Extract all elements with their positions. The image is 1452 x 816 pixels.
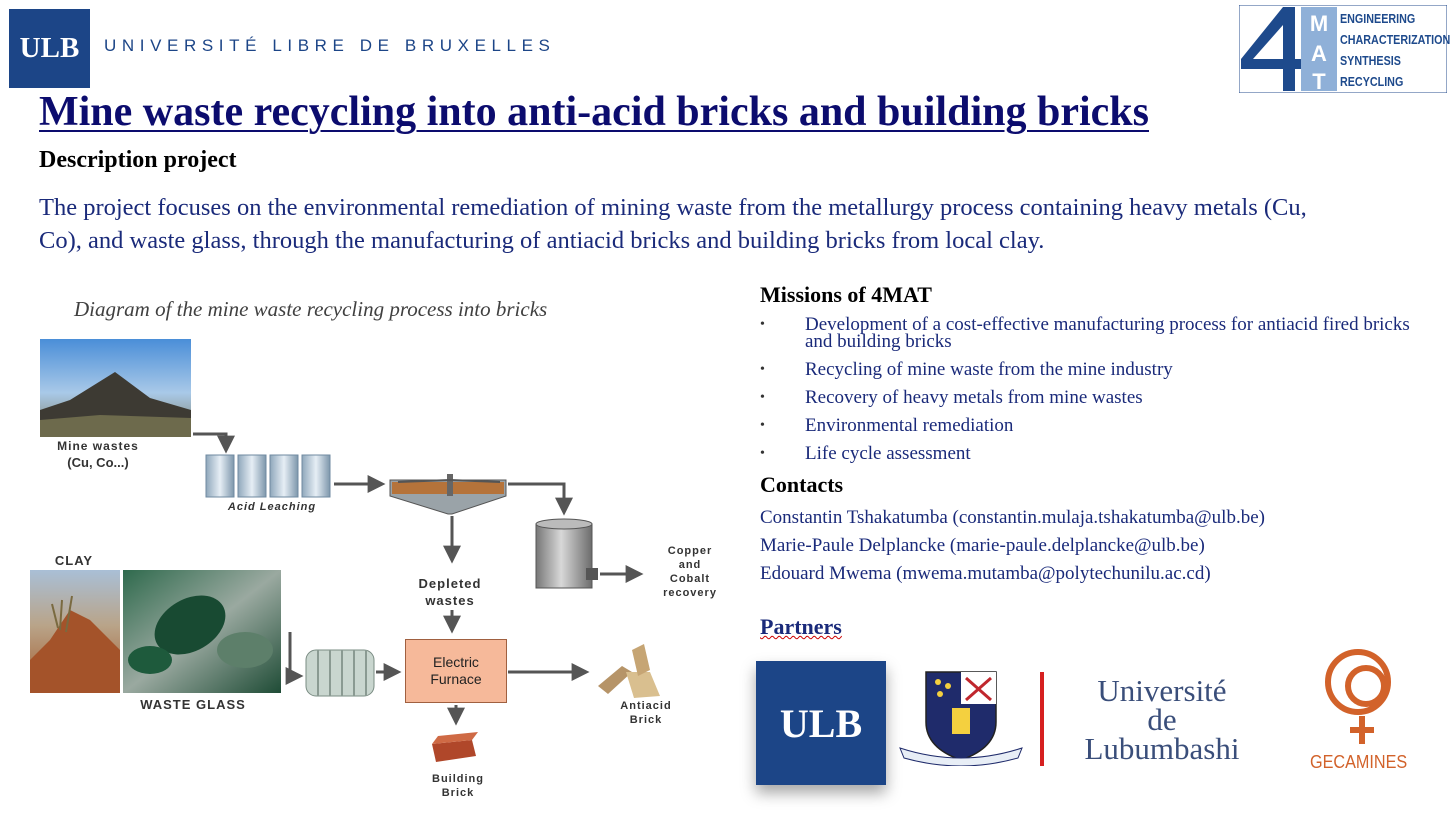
label-mine-wastes-sub: (Cu, Co...)	[67, 455, 128, 470]
contact-item[interactable]: Constantin Tshakatumba (constantin.mulaj…	[760, 507, 1265, 528]
ulb-logo: ULB	[9, 9, 90, 88]
label-furnace-2: Furnace	[430, 671, 482, 687]
fourmat-tagline: ENGINEERING CHARACTERIZATION SYNTHESIS R…	[1340, 9, 1450, 93]
mine-wastes-photo	[40, 339, 191, 437]
building-brick-image	[432, 732, 478, 762]
svg-text:A: A	[1311, 41, 1327, 66]
list-item: • Development of a cost-effective manufac…	[760, 314, 1430, 352]
svg-text:T: T	[1312, 69, 1326, 93]
electric-furnace: Electric Furnace	[405, 639, 507, 703]
clay-photo	[30, 570, 120, 693]
fourmat-line-synthesis: SYNTHESIS	[1340, 54, 1401, 68]
contacts-list: Constantin Tshakatumba (constantin.mulaj…	[760, 504, 1265, 588]
list-item: • Environmental remediation	[760, 415, 1430, 436]
project-description: The project focuses on the environmental…	[39, 194, 1307, 254]
section-heading-description: Description project	[39, 147, 237, 173]
fourmat-logo: M A T	[1239, 5, 1447, 93]
bullet-icon: •	[760, 390, 765, 405]
svg-text:M: M	[1310, 11, 1328, 36]
antiacid-brick-image	[598, 644, 660, 698]
contacts-heading: Contacts	[760, 472, 844, 497]
missions-list: • Development of a cost-effective manufac…	[760, 314, 1430, 473]
label-depleted-1: Depleted	[419, 576, 482, 591]
label-clay: CLAY	[55, 553, 93, 568]
fourmat-line-recycling: RECYCLING	[1340, 75, 1404, 89]
label-building-1: Building	[432, 773, 484, 785]
label-copper-3: Cobalt	[670, 573, 710, 585]
fourmat-line-characterization: CHARACTERIZATION	[1340, 33, 1451, 47]
label-building-2: Brick	[442, 787, 475, 799]
bullet-icon: •	[760, 418, 765, 433]
bullet-icon: •	[760, 446, 765, 461]
university-name: UNIVERSITÉ LIBRE DE BRUXELLES	[104, 36, 556, 55]
unilu-line-3: Lubumbashi	[1084, 731, 1240, 766]
mission-text: Recycling of mine waste from the mine in…	[805, 359, 1173, 380]
partner-unilu-name: Université de Lubumbashi	[1064, 673, 1260, 766]
label-antiacid-2: Brick	[630, 714, 663, 726]
label-copper-4: recovery	[663, 587, 717, 599]
list-item: • Life cycle assessment	[760, 443, 1430, 464]
mission-text: Life cycle assessment	[805, 443, 971, 464]
contact-item[interactable]: Edouard Mwema (mwema.mutamba@polytechuni…	[760, 563, 1211, 584]
arrow-mine-to-leaching	[193, 432, 235, 454]
waste-glass-photo	[123, 570, 281, 693]
label-waste-glass: WASTE GLASS	[140, 697, 246, 712]
label-acid-leaching: Acid Leaching	[227, 501, 316, 513]
settling-tank	[389, 474, 507, 515]
arrow-glass-to-mill	[285, 632, 304, 685]
partners-heading: Partners	[760, 614, 842, 639]
label-antiacid-1: Antiacid	[620, 700, 671, 712]
label-copper-2: and	[679, 559, 702, 571]
unilu-line-2: de	[1147, 702, 1177, 737]
ball-mill	[305, 649, 375, 697]
mission-text: Environmental remediation	[805, 415, 1014, 436]
fourmat-line-engineering: ENGINEERING	[1340, 12, 1416, 26]
list-item: • Recycling of mine waste from the mine i…	[760, 359, 1430, 380]
list-item: • Recovery of heavy metals from mine wast…	[760, 387, 1430, 408]
partner-ulb-logo: ULB	[756, 661, 886, 785]
diagram-caption: Diagram of the mine waste recycling proc…	[74, 297, 548, 321]
gecamines-logo-icon	[1325, 649, 1391, 744]
missions-heading: Missions of 4MAT	[760, 282, 932, 307]
bullet-icon: •	[760, 317, 765, 332]
partner-gecamines-name: GECAMINES	[1310, 752, 1408, 772]
label-depleted-2: wastes	[424, 593, 474, 608]
label-mine-wastes: Mine wastes	[57, 439, 139, 453]
page-title: Mine waste recycling into anti-acid bric…	[39, 89, 1149, 135]
label-copper-1: Copper	[668, 545, 713, 557]
mission-text: Recovery of heavy metals from mine waste…	[805, 387, 1143, 408]
unilu-divider	[1040, 672, 1044, 766]
process-diagram: Mine wastes (Cu, Co...) Acid Leaching Co…	[30, 339, 717, 799]
unilu-crest-icon	[899, 671, 1023, 766]
contact-item[interactable]: Marie-Paule Delplancke (marie-paule.delp…	[760, 535, 1205, 556]
bullet-icon: •	[760, 362, 765, 377]
recovery-drum	[535, 518, 598, 589]
unilu-line-1: Université	[1097, 673, 1227, 708]
arrow-settler-to-recovery	[508, 482, 573, 516]
label-furnace-1: Electric	[433, 654, 479, 670]
mission-text: Development of a cost-effective manufact…	[805, 314, 1410, 352]
acid-leaching-tanks	[205, 454, 331, 498]
